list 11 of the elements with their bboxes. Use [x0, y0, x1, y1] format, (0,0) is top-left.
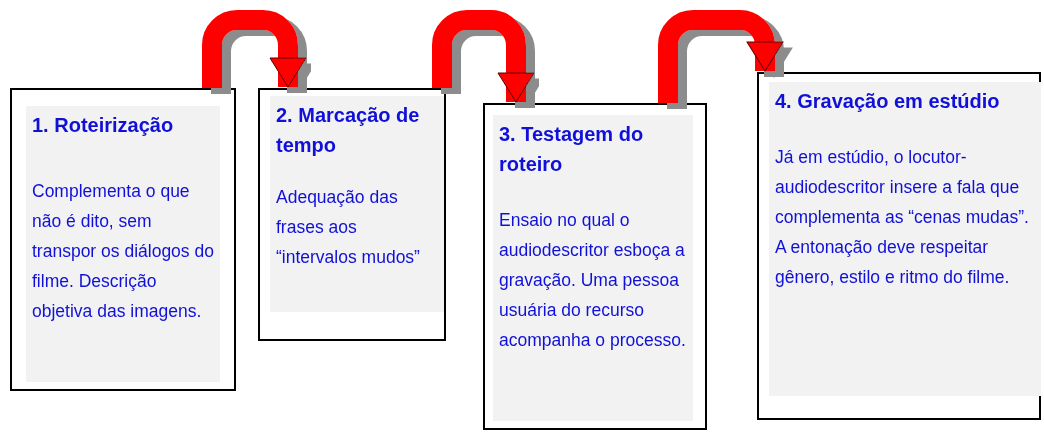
- step-description: Complementa o que não é dito, sem transpor os diálogos do filme. Descrição objetiva das imagens.: [32, 180, 214, 323]
- step-box: [258, 88, 446, 341]
- step-description: Ensaio no qual o audiodescritor esboça a gravação. Uma pessoa usuária do recurso acompanha o processo.: [499, 209, 687, 352]
- step-title: 2. Marcação de tempo: [276, 103, 421, 158]
- step-title: 3. Testagem do roteiro: [499, 122, 645, 177]
- step-box: [10, 88, 236, 391]
- step-title: 1. Roteirização: [32, 113, 175, 138]
- step-description: Já em estúdio, o locutor-audiodescritor insere a fala que complementa as “cenas mudas”. A entonação deve respeitar gênero, estilo e ritmo do filme.: [775, 146, 1030, 289]
- step-description: Adequação das frases aos “intervalos mudos”: [276, 186, 421, 269]
- step-title: 4. Gravação em estúdio: [775, 89, 1001, 114]
- step-box: [483, 103, 707, 430]
